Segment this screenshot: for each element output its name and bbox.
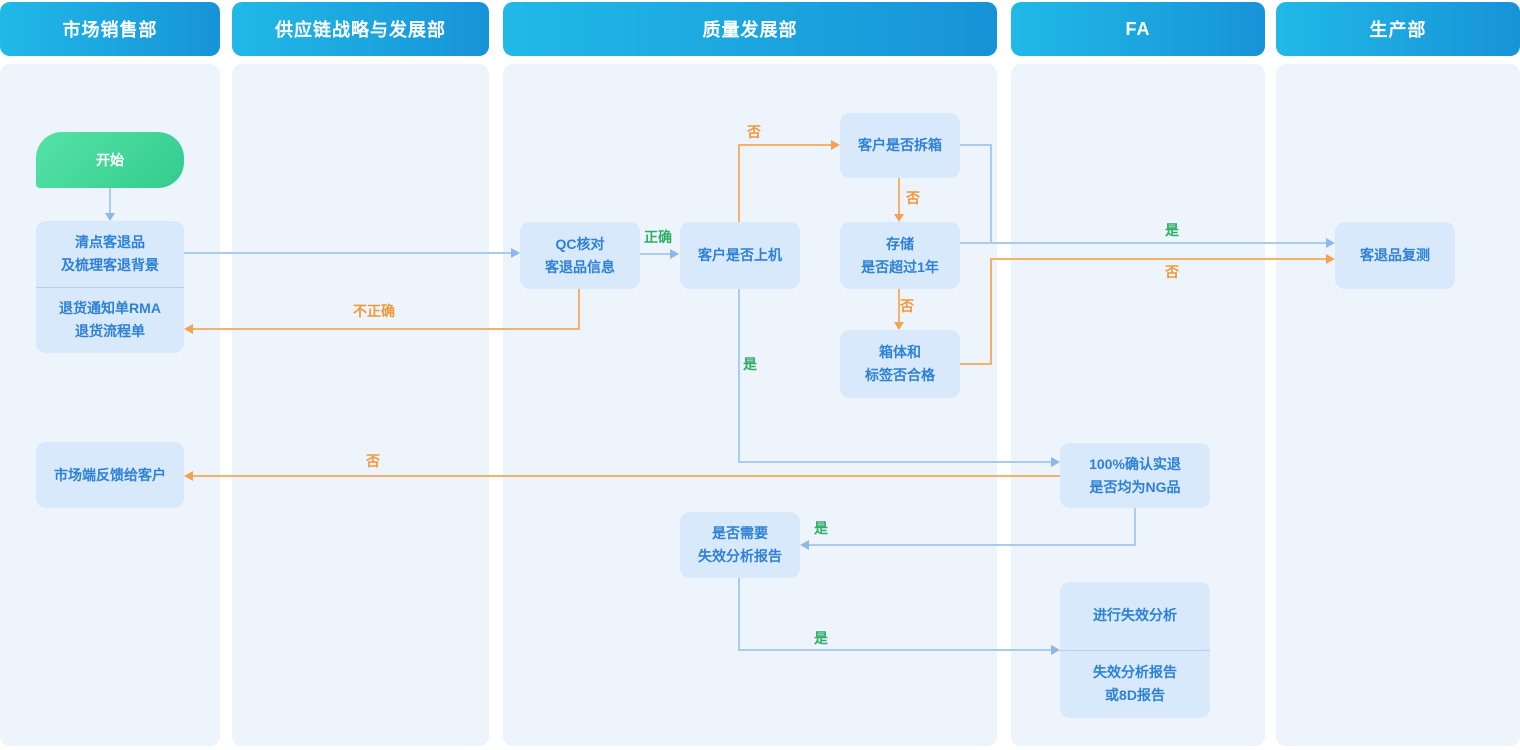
node-label-line: 是否超过1年 — [861, 258, 939, 275]
qc-verify-node[interactable]: QC核对 客退品信息 — [520, 222, 640, 289]
arrow-right-icon — [831, 140, 840, 150]
lane-header-supply-chain: 供应链战略与发展部 — [232, 2, 489, 56]
lane-header-market-sales: 市场销售部 — [0, 2, 220, 56]
edge-label-incorrect: 不正确 — [353, 303, 395, 319]
edge-start-to-count-line — [109, 188, 111, 214]
edge-label-no: 否 — [747, 124, 761, 140]
arrow-right-icon — [670, 249, 679, 259]
edge-count-to-qc-line — [184, 252, 512, 254]
edge-confirm-yes-vline — [1134, 508, 1136, 545]
lane-header-fa: FA — [1011, 2, 1265, 56]
node-label-line: 失效分析报告 — [698, 548, 782, 564]
count-returns-section: 清点客退品 及梳理客退背景 — [36, 221, 184, 287]
edge-confirm-yes-hline — [808, 544, 1136, 546]
edge-needfa-yes-vline — [738, 578, 740, 650]
fa-analysis-report-node[interactable]: 进行失效分析 失效分析报告 或8D报告 — [1060, 582, 1210, 718]
edge-used-yes-hline — [738, 461, 1052, 463]
arrow-down-icon — [894, 322, 904, 330]
edge-label-no: 否 — [906, 190, 920, 206]
retest-node[interactable]: 客退品复测 — [1335, 222, 1455, 289]
arrow-right-icon — [1051, 457, 1060, 467]
edge-label-yes: 是 — [814, 520, 828, 536]
edge-confirm-no-line — [193, 475, 1060, 477]
lane-header-quality-dev: 质量发展部 — [503, 2, 997, 56]
node-label-line: 标签否合格 — [865, 367, 935, 383]
arrow-left-icon — [800, 540, 809, 550]
node-label-line: QC核对 — [555, 235, 605, 252]
count-returns-rma-node[interactable]: 清点客退品 及梳理客退背景 退货通知单RMA 退货流程单 — [36, 221, 184, 353]
node-label-line: 退货通知单RMA — [59, 300, 161, 317]
edge-qc-incorrect-vline — [578, 289, 580, 329]
node-label-line: 或8D报告 — [1105, 687, 1165, 704]
edge-boxlabel-no-vline — [990, 259, 992, 365]
node-label-line: 失效分析报告 — [1093, 664, 1177, 681]
arrow-right-icon — [1326, 238, 1335, 248]
edge-boxlabel-no-hline1 — [960, 363, 992, 365]
edge-label-yes: 是 — [1165, 222, 1179, 238]
edge-label-yes: 是 — [814, 630, 828, 646]
edge-qc-incorrect-hline — [193, 328, 580, 330]
node-label-line: 100%确认实退 — [1089, 455, 1181, 472]
start-node[interactable]: 开始 — [36, 132, 184, 188]
node-label-line: 存储 — [886, 235, 914, 252]
node-label-line: 是否均为NG品 — [1089, 478, 1181, 495]
edge-storage-no-line — [898, 289, 900, 323]
edge-storage-yes-line — [960, 242, 1327, 244]
edge-label-yes: 是 — [743, 356, 757, 372]
arrow-down-icon — [105, 213, 115, 221]
do-fa-section: 进行失效分析 — [1060, 582, 1210, 650]
edge-unboxed-yes-vline — [990, 144, 992, 243]
edge-used-yes-vline — [738, 289, 740, 462]
node-label-line: 是否需要 — [712, 525, 768, 541]
arrow-down-icon — [894, 214, 904, 222]
edge-label-no: 否 — [900, 298, 914, 314]
edge-label-no: 否 — [366, 453, 380, 469]
edge-qc-to-used-line — [640, 253, 671, 255]
lane-supply-chain — [232, 64, 489, 746]
customer-unboxed-node[interactable]: 客户是否拆箱 — [840, 113, 960, 178]
storage-node[interactable]: 存储 是否超过1年 — [840, 222, 960, 289]
node-label-line: 客退品信息 — [545, 258, 615, 275]
edge-boxlabel-no-hline2 — [990, 258, 1327, 260]
arrow-right-icon — [1326, 254, 1335, 264]
rma-section: 退货通知单RMA 退货流程单 — [36, 286, 184, 354]
edge-used-no-vline — [738, 145, 740, 222]
customer-used-node[interactable]: 客户是否上机 — [680, 222, 800, 289]
edge-used-no-hline — [738, 144, 832, 146]
lane-header-production: 生产部 — [1276, 2, 1520, 56]
fa-report-section: 失效分析报告 或8D报告 — [1060, 649, 1210, 719]
market-feedback-node[interactable]: 市场端反馈给客户 — [36, 442, 184, 508]
edge-unboxed-yes-hline — [960, 144, 992, 146]
arrow-right-icon — [511, 248, 520, 258]
arrow-left-icon — [184, 471, 193, 481]
node-label-line: 箱体和 — [879, 344, 921, 360]
arrow-right-icon — [1051, 645, 1060, 655]
edge-label-no: 否 — [1165, 264, 1179, 280]
lane-production — [1276, 64, 1520, 746]
need-fa-report-node[interactable]: 是否需要 失效分析报告 — [680, 512, 800, 578]
node-label-line: 退货流程单 — [75, 323, 145, 340]
edge-unboxed-no-line — [898, 178, 900, 215]
node-label-line: 进行失效分析 — [1093, 607, 1177, 624]
confirm-ng-node[interactable]: 100%确认实退 是否均为NG品 — [1060, 443, 1210, 508]
edge-label-correct: 正确 — [644, 229, 672, 245]
arrow-left-icon — [184, 324, 193, 334]
box-label-node[interactable]: 箱体和 标签否合格 — [840, 330, 960, 398]
edge-needfa-yes-hline — [738, 649, 1052, 651]
node-label-line: 及梳理客退背景 — [61, 256, 159, 273]
node-label-line: 清点客退品 — [75, 233, 145, 250]
